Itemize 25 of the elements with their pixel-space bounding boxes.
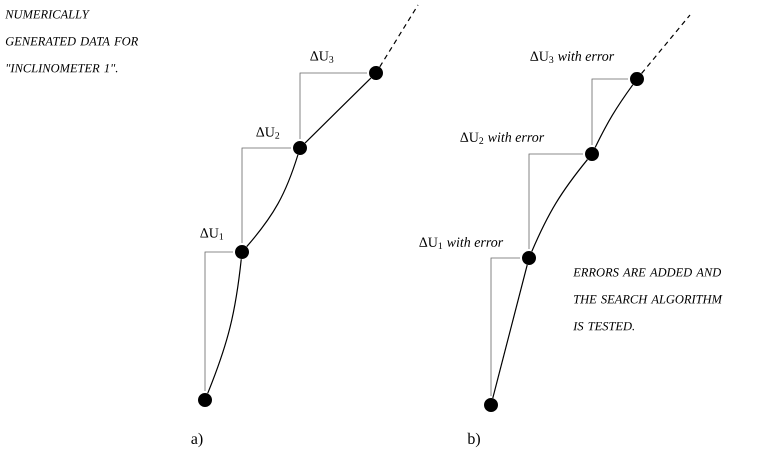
displacement-label: ΔU$_{2}$ with error [460, 132, 544, 144]
panel-label: a) [191, 432, 202, 448]
curve-line [492, 264, 528, 398]
data-point [198, 392, 212, 407]
note-text: ERRORS ARE ADDED AND THE SEARCH ALGORITHM IS TESTED. [573, 268, 722, 330]
curve-line [207, 259, 242, 394]
displacement-label: ΔU$_{1}$ [200, 228, 224, 240]
data-point [235, 244, 249, 259]
data-point [522, 250, 536, 265]
displacement-label: ΔU$_{3}$ [310, 51, 334, 63]
displacement-label: ΔU$_{1}$ with error [419, 237, 504, 249]
displacement-label: ΔU$_{2}$ [256, 127, 280, 139]
curve-line [246, 154, 298, 247]
curve-line [531, 159, 588, 252]
dashed-extension [641, 14, 690, 74]
data-point [293, 140, 307, 155]
data-point [585, 146, 599, 161]
data-point [369, 66, 383, 80]
displacement-label: ΔU$_{3}$ with error [530, 51, 614, 63]
panel-label: b) [467, 432, 480, 448]
note-text: NUMERICALLY GENERATED DATA FOR "INCLINOMETER 1". [5, 10, 138, 72]
data-point [630, 72, 644, 86]
data-point [484, 398, 498, 412]
curve-line [594, 84, 634, 148]
dashed-extension [379, 4, 419, 68]
